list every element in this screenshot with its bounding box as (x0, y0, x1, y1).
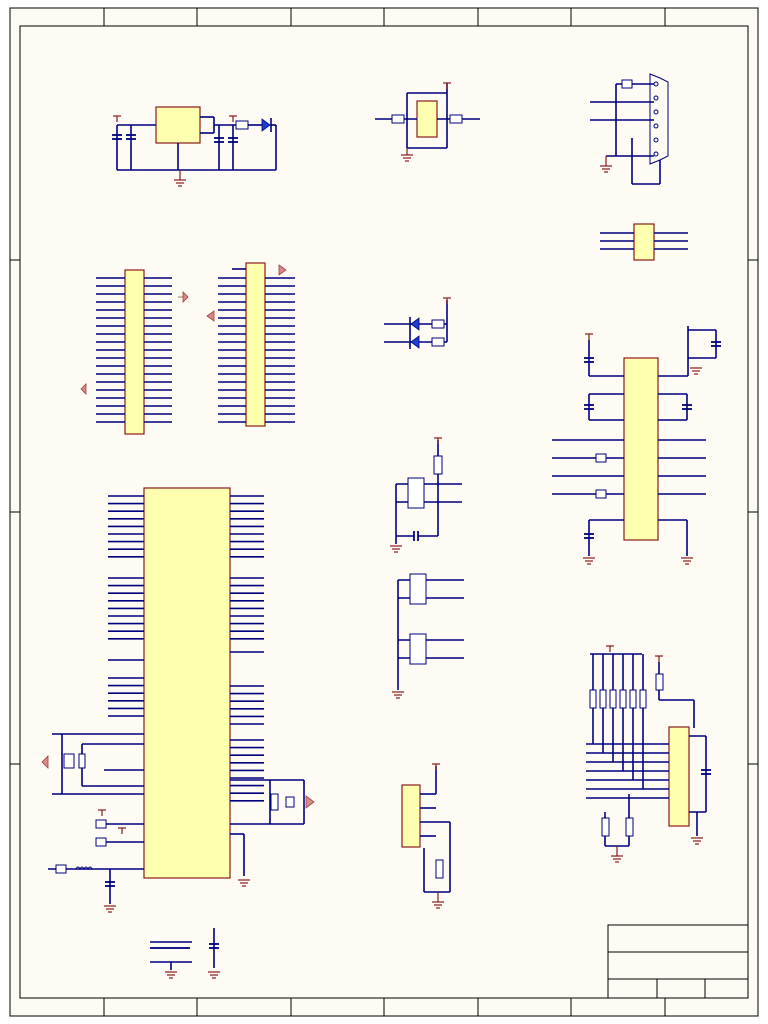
header-right (206, 262, 295, 427)
db9-connector (590, 73, 669, 185)
small-ic (600, 223, 688, 261)
rs232-transceiver (552, 326, 721, 565)
reset-ic (375, 82, 480, 162)
resistor (629, 689, 637, 709)
connector-ic (586, 726, 711, 863)
resistor (639, 689, 647, 709)
button-3 (391, 633, 464, 699)
resistor (589, 689, 597, 709)
button-1 (389, 437, 462, 553)
decoupling-caps (150, 928, 221, 979)
resistor (619, 689, 627, 709)
voltage-regulator (112, 106, 277, 187)
resistor (609, 689, 617, 709)
small-connector (401, 763, 451, 909)
mcu (108, 487, 264, 879)
mcu-crystal (41, 733, 144, 913)
title-block (607, 924, 749, 999)
resistor (599, 689, 607, 709)
header-left (80, 269, 189, 435)
button-2 (397, 573, 464, 690)
mcu-oscillator (230, 779, 315, 887)
status-leds (384, 297, 452, 349)
